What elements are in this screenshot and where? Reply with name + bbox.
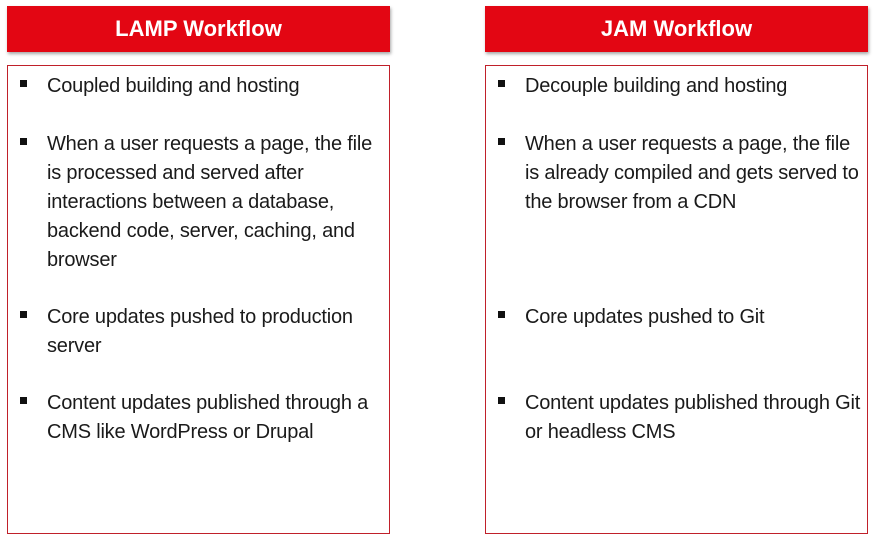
lamp-header: LAMP Workflow	[7, 6, 390, 52]
bullet-square-icon	[20, 80, 27, 87]
jam-item-2-text: When a user requests a page, the file is…	[525, 133, 859, 213]
lamp-column: LAMP Workflow Coupled building and hosti…	[7, 6, 390, 534]
bullet-square-icon	[20, 138, 27, 145]
lamp-item-2-text: When a user requests a page, the file is…	[47, 133, 373, 271]
jam-item-1-text: Decouple building and hosting	[525, 75, 788, 97]
jam-item-4-text: Content updates published through Git or…	[525, 392, 861, 443]
jam-column: JAM Workflow Decouple building and hosti…	[485, 6, 868, 534]
bullet-square-icon	[498, 138, 505, 145]
bullet-square-icon	[20, 397, 27, 404]
lamp-item-1-text: Coupled building and hosting	[47, 75, 300, 97]
bullet-square-icon	[20, 311, 27, 318]
jam-header: JAM Workflow	[485, 6, 868, 52]
lamp-title: LAMP Workflow	[115, 16, 282, 41]
lamp-box: Coupled building and hosting When a user…	[7, 65, 390, 534]
jam-box: Decouple building and hosting When a use…	[485, 65, 868, 534]
bullet-square-icon	[498, 397, 505, 404]
jam-title: JAM Workflow	[600, 16, 753, 41]
jam-item-3-text: Core updates pushed to Git	[525, 306, 765, 328]
bullet-square-icon	[498, 311, 505, 318]
bullet-square-icon	[498, 80, 505, 87]
lamp-item-4-text: Content updates published through a CMS …	[47, 392, 369, 443]
lamp-item-3-text: Core updates pushed to production server	[47, 306, 353, 357]
